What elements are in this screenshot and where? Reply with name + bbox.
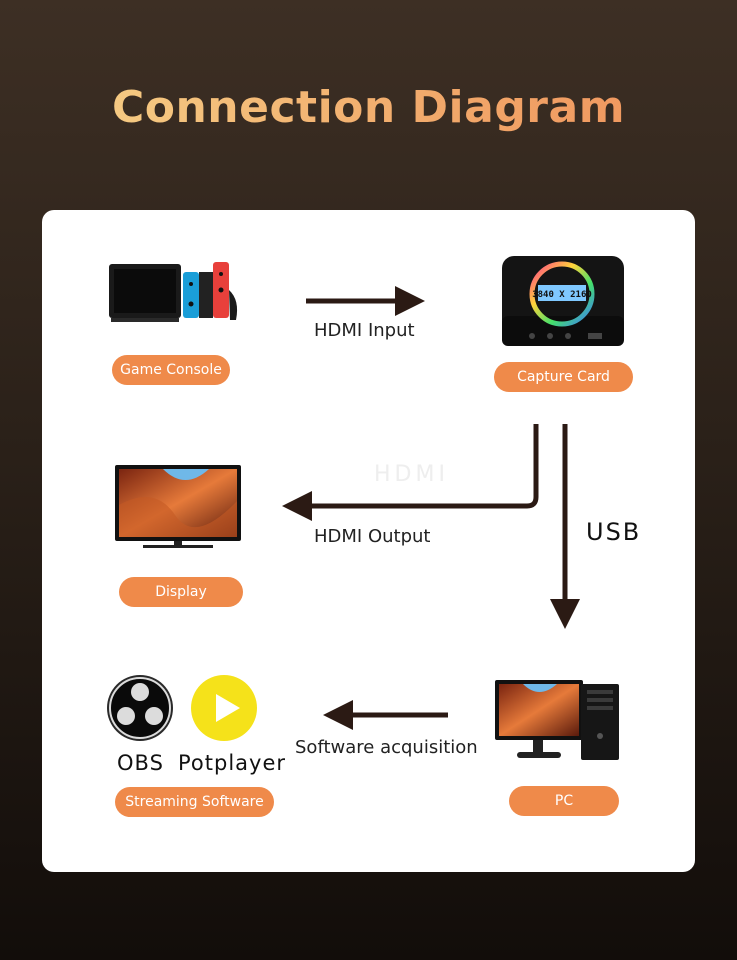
page-title: Connection Diagram: [0, 82, 737, 133]
capture-card-label: Capture Card: [494, 362, 633, 392]
potplayer-label: Potplayer: [178, 751, 287, 775]
connection-arrows: [282, 286, 580, 730]
software-acquisition-label: Software acquisition: [295, 737, 478, 758]
hdmi-output-arrow: [282, 424, 539, 521]
display-label: Display: [119, 577, 243, 607]
hdmi-input-label: HDMI Input: [314, 320, 415, 341]
pc-label: PC: [509, 786, 619, 816]
obs-label: OBS: [117, 751, 164, 775]
usb-label: USB: [586, 518, 642, 546]
hdmi-output-label: HDMI Output: [314, 526, 431, 547]
potplayer-logo-icon: [191, 675, 257, 741]
watermark-text: HDMI: [374, 462, 449, 487]
diagram-card: HDMI Game Console HDMI Input 3840 X: [42, 210, 695, 872]
capture-card-screen-text: 3840 X 2160: [532, 290, 592, 300]
obs-logo-icon: [107, 675, 173, 741]
display-icon: [115, 465, 241, 548]
game-console-label: Game Console: [112, 355, 230, 385]
capture-card-icon: 3840 X 2160: [502, 256, 624, 346]
streaming-software-label: Streaming Software: [115, 787, 274, 817]
game-console-icon: [109, 262, 238, 322]
pc-icon: [495, 680, 619, 760]
